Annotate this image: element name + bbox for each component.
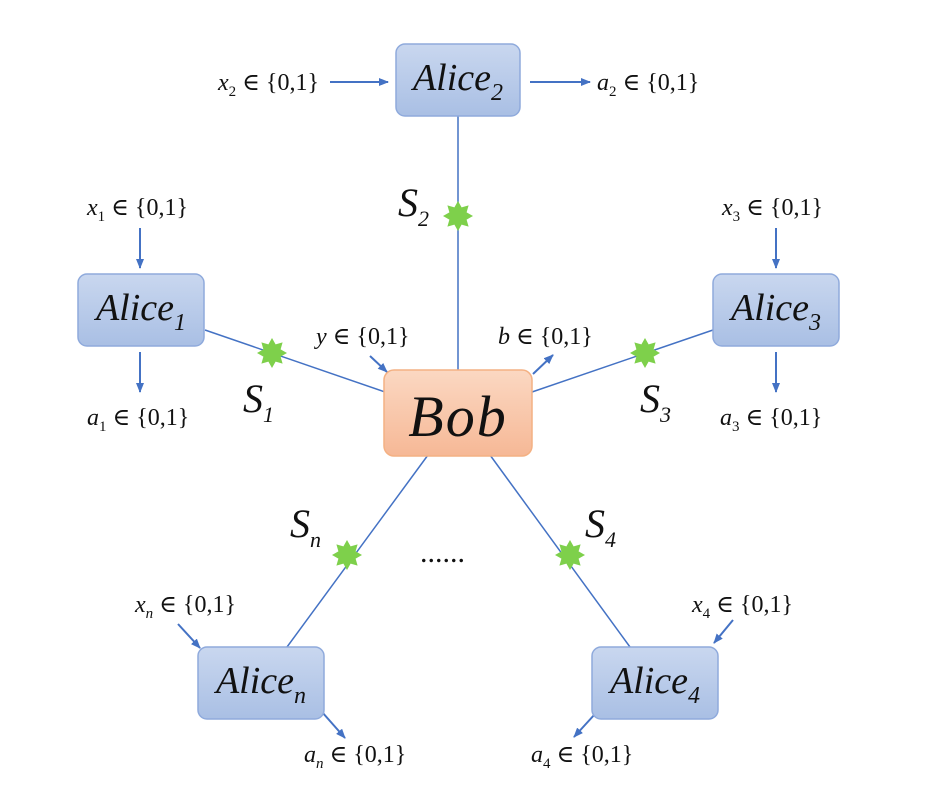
output-a1-label: a1∈ {0,1} bbox=[87, 405, 189, 435]
source-labels: S2 S1 S3 Sn S4 bbox=[243, 180, 671, 552]
output-a2-label: a2∈ {0,1} bbox=[597, 70, 699, 100]
source-s3-label: S3 bbox=[640, 376, 671, 427]
alice4-node: Alice4 bbox=[591, 646, 719, 720]
arrow-b-out bbox=[532, 354, 554, 375]
io-labels: x2∈ {0,1} a2∈ {0,1} x1∈ {0,1} a1∈ {0,1} … bbox=[86, 70, 823, 772]
alice2-node: Alice2 bbox=[395, 43, 521, 117]
input-x2-label: x2∈ {0,1} bbox=[217, 70, 319, 100]
alice4-label: Alice4 bbox=[607, 660, 700, 709]
output-a3-label: a3∈ {0,1} bbox=[720, 405, 822, 435]
source-s2-star bbox=[443, 201, 473, 231]
source-s1-star bbox=[257, 338, 287, 368]
link-alice4 bbox=[489, 454, 631, 648]
alice1-label: Alice1 bbox=[93, 287, 186, 336]
arrow-an-out bbox=[321, 711, 346, 739]
input-xn-label: xn∈ {0,1} bbox=[134, 592, 236, 622]
input-x3-label: x3∈ {0,1} bbox=[721, 195, 823, 225]
source-sn-star bbox=[332, 540, 362, 570]
link-alicen bbox=[286, 454, 429, 648]
io-arrows bbox=[136, 78, 780, 739]
alicen-label: Alicen bbox=[213, 660, 306, 709]
alice2-label: Alice2 bbox=[410, 57, 503, 106]
output-an-label: an∈ {0,1} bbox=[304, 742, 406, 772]
source-s1-label: S1 bbox=[243, 376, 274, 427]
input-x4-label: x4∈ {0,1} bbox=[691, 592, 793, 622]
source-s4-star bbox=[555, 540, 585, 570]
source-s4-label: S4 bbox=[585, 501, 616, 552]
input-x1-label: x1∈ {0,1} bbox=[86, 195, 188, 225]
arrow-x4-in bbox=[713, 619, 734, 644]
bob-node: Bob bbox=[383, 369, 533, 457]
sources bbox=[257, 201, 660, 570]
connection-lines bbox=[204, 116, 714, 648]
bob-label: Bob bbox=[408, 384, 507, 449]
alice3-node: Alice3 bbox=[712, 273, 840, 347]
bob-input-y-label: y∈{0,1} bbox=[314, 324, 409, 350]
alice-nodes: Alice2 Alice1 Alice3 Alicen Alice4 bbox=[77, 43, 840, 720]
alicen-node: Alicen bbox=[197, 646, 325, 720]
source-s2-label: S2 bbox=[398, 180, 429, 231]
ellipsis: ...... bbox=[420, 536, 465, 569]
source-s3-star bbox=[630, 338, 660, 368]
link-alice3 bbox=[531, 329, 714, 393]
arrow-a4-out bbox=[573, 713, 596, 738]
arrow-xn-in bbox=[177, 623, 201, 649]
output-a4-label: a4∈ {0,1} bbox=[531, 742, 633, 772]
bob-output-b-label: b∈{0,1} bbox=[498, 324, 593, 350]
source-sn-label: Sn bbox=[290, 501, 321, 552]
arrow-y-in bbox=[369, 355, 388, 373]
link-alice1 bbox=[204, 329, 386, 393]
alice3-label: Alice3 bbox=[728, 287, 821, 336]
alice1-node: Alice1 bbox=[77, 273, 205, 347]
